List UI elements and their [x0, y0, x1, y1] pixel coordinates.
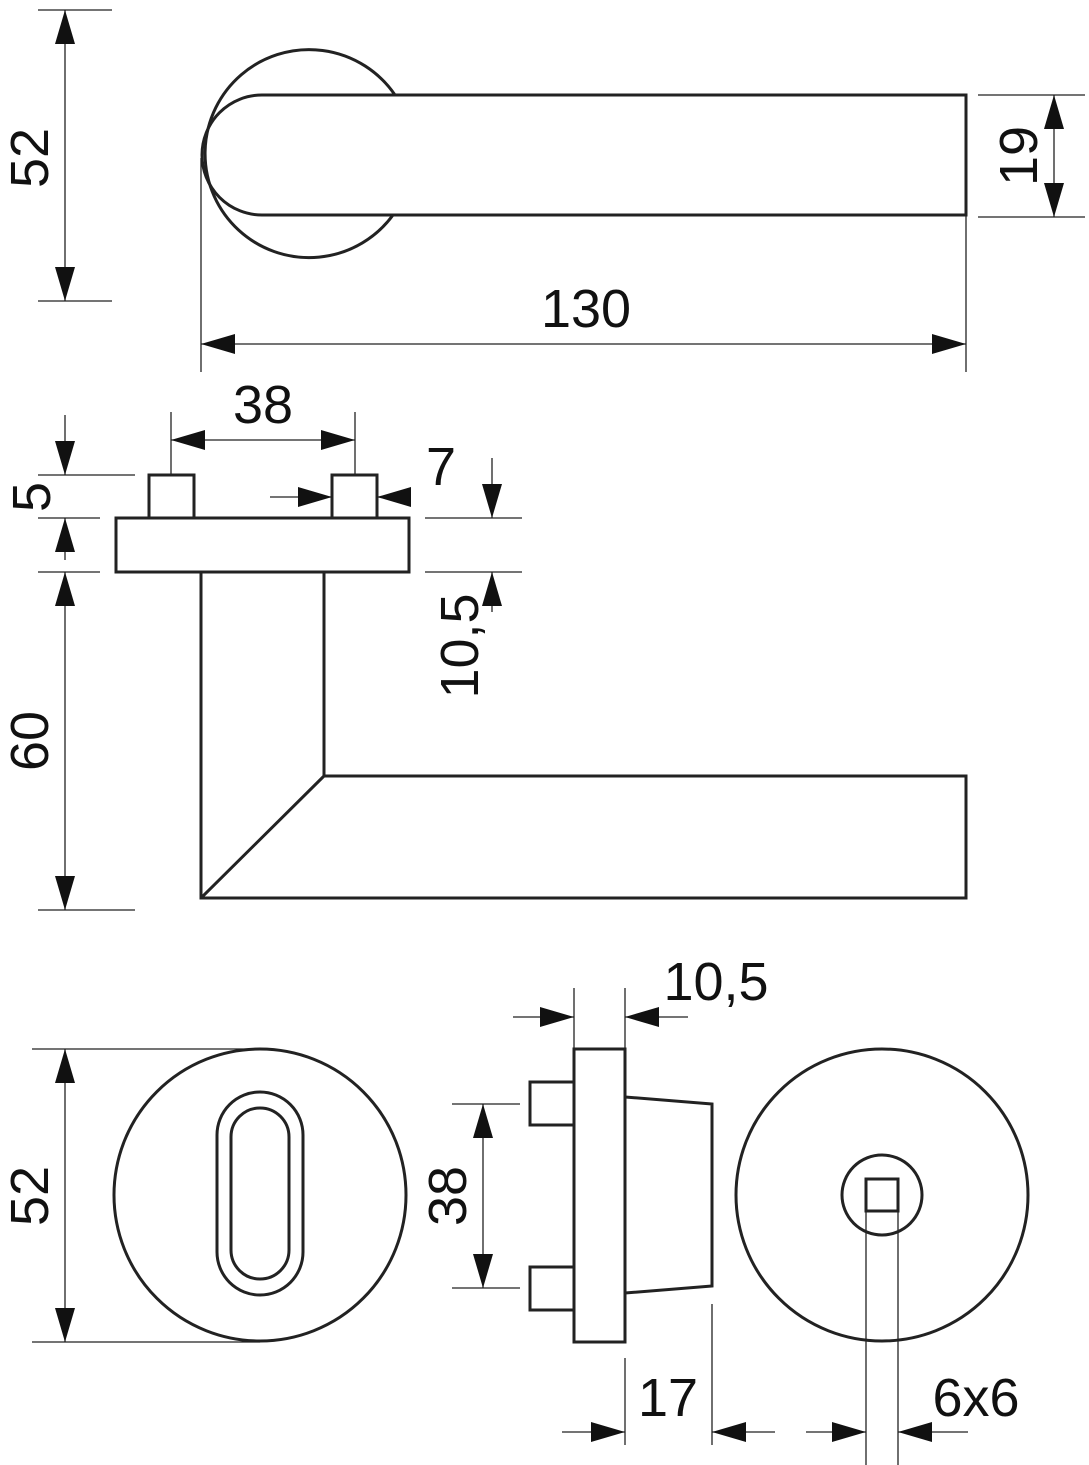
dim-lever-thickness: 19	[978, 94, 1085, 218]
turn-rose-outline	[734, 1047, 1030, 1343]
key-escutcheon-front	[112, 1047, 408, 1343]
dim-label: 38	[418, 1166, 478, 1226]
dim-rose-diameter-top: 52	[0, 9, 112, 302]
dim-rose-thickness-side: 10,5	[425, 458, 522, 699]
dim-pin-diameter: 7	[270, 437, 456, 507]
dim-pin-height: 5	[2, 415, 135, 560]
rose-outline	[203, 48, 397, 260]
pin-top	[528, 1080, 576, 1127]
dim-spindle-square: 6x6	[806, 1212, 1020, 1465]
turn-rose-front	[734, 1047, 1030, 1343]
lever-bend-line	[199, 774, 326, 900]
keyhole-inner	[229, 1106, 291, 1281]
rose-plate	[572, 1047, 627, 1344]
rose-plate	[114, 516, 411, 574]
dim-label: 17	[638, 1368, 698, 1428]
pin-bottom	[528, 1265, 576, 1312]
dim-label: 19	[989, 126, 1049, 186]
dim-label: 10,5	[430, 593, 490, 698]
pin-right	[330, 473, 379, 520]
dim-label: 7	[426, 437, 456, 497]
dim-handle-height: 60	[0, 571, 135, 911]
dim-label: 52	[0, 128, 60, 188]
dim-label: 10,5	[663, 952, 768, 1012]
escutcheon-side-view	[528, 1047, 714, 1344]
tapered-body	[624, 1095, 714, 1295]
spindle-square	[864, 1177, 900, 1213]
dim-label: 130	[541, 279, 631, 339]
dim-label: 52	[0, 1166, 60, 1226]
dim-key-rose-diameter: 52	[0, 1048, 260, 1343]
lever-side-view	[114, 473, 968, 900]
dim-label: 38	[233, 375, 293, 435]
pin-left	[147, 473, 196, 520]
keyhole-outer	[215, 1090, 305, 1297]
dim-label: 6x6	[932, 1368, 1019, 1428]
dim-pin-spacing-side: 38	[170, 375, 356, 475]
dim-rose-thickness-escutcheon: 10,5	[513, 952, 769, 1049]
dim-label: 60	[0, 711, 60, 771]
dim-body-depth: 17	[562, 1304, 775, 1445]
lever-profile	[199, 572, 968, 900]
dim-pin-spacing-escutcheon: 38	[418, 1103, 520, 1289]
dim-label: 5	[2, 482, 62, 512]
lever-top-view	[200, 48, 968, 260]
dim-lever-length: 130	[200, 158, 967, 372]
lever-outline	[200, 93, 968, 217]
spindle-collar	[840, 1153, 924, 1237]
